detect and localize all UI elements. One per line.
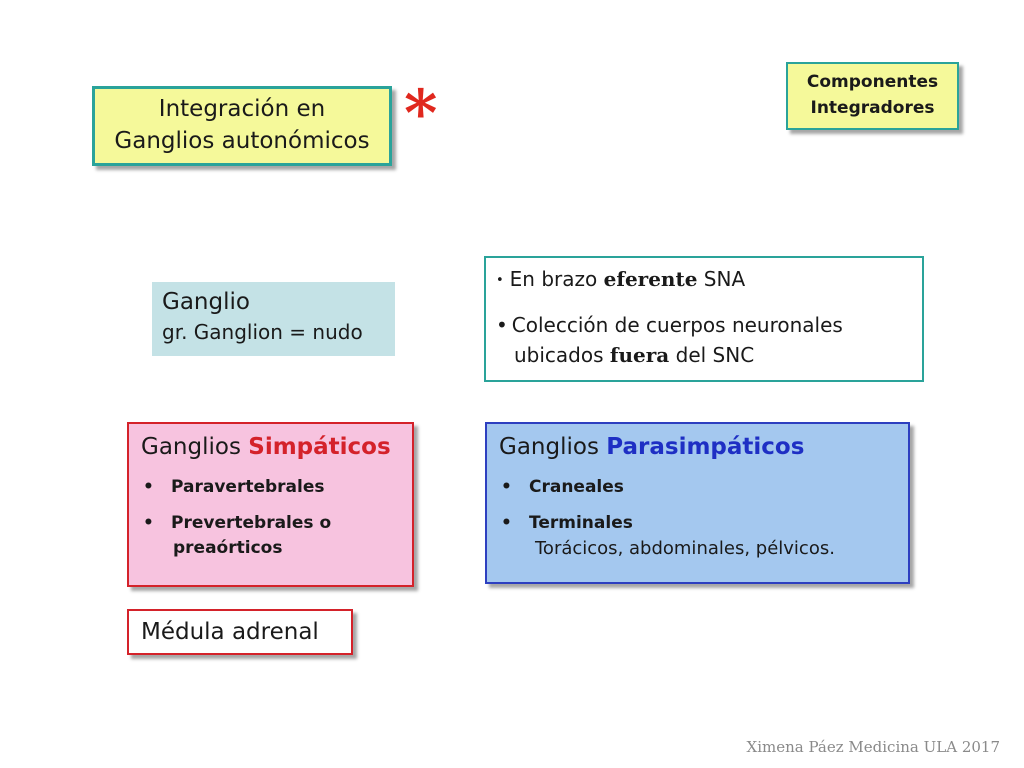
definition-text: Colección de cuerpos neuronales <box>511 313 843 337</box>
simpaticos-title-prefix: Ganglios <box>141 434 249 460</box>
definition-box: •En brazo eferente SNA •Colección de cue… <box>484 256 924 382</box>
parasimpaticos-item-detail: Torácicos, abdominales, pélvicos. <box>535 538 835 559</box>
bullet: • <box>501 477 512 497</box>
asterisk-mark: * <box>404 76 438 151</box>
simpaticos-title: Ganglios Simpáticos <box>141 430 412 464</box>
medula-adrenal-label: Médula adrenal <box>141 619 319 645</box>
definition-text: En brazo <box>509 267 604 291</box>
bullet: • <box>496 313 508 337</box>
ganglios-simpaticos-box: Ganglios Simpáticos • Paravertebrales • … <box>127 422 414 587</box>
definition-text: SNA <box>697 267 746 291</box>
parasimpaticos-item: • Terminales <box>499 510 908 536</box>
title-box: Integración en Ganglios autonómicos <box>92 86 392 166</box>
parasimpaticos-title-prefix: Ganglios <box>499 434 607 460</box>
bullet: • <box>501 513 512 533</box>
simpaticos-title-highlight: Simpáticos <box>248 434 391 460</box>
ganglios-parasimpaticos-box: Ganglios Parasimpáticos • Craneales • Te… <box>485 422 910 584</box>
parasimpaticos-item-label: Terminales <box>529 513 633 533</box>
definition-line-1: • En brazo eferente SNA <box>496 264 922 298</box>
bullet: • <box>143 477 154 497</box>
bullet: • <box>143 513 154 533</box>
definition-emphasis: fuera <box>609 343 670 367</box>
footer-credit: Ximena Páez Medicina ULA 2017 <box>746 738 1000 756</box>
parasimpaticos-title-highlight: Parasimpáticos <box>606 434 805 460</box>
parasimpaticos-item-label: Craneales <box>529 477 624 497</box>
simpaticos-item: • Paravertebrales <box>141 474 412 500</box>
parasimpaticos-item: • Craneales <box>499 474 908 500</box>
medula-adrenal-box: Médula adrenal <box>127 609 353 655</box>
ganglio-box: Ganglio gr. Ganglion = nudo <box>152 282 395 356</box>
definition-line-2: •Colección de cuerpos neuronales <box>496 310 922 340</box>
definition-line-3: ubicados fuera del SNC <box>496 340 922 370</box>
ganglio-etymology: gr. Ganglion = nudo <box>162 320 363 344</box>
componentes-integradores-box: Componentes Integradores <box>786 62 959 130</box>
ganglio-title: Ganglio <box>162 289 250 315</box>
simpaticos-item-label: Paravertebrales <box>171 477 325 497</box>
title-line-1: Integración en <box>158 96 326 122</box>
componentes-line-2: Integradores <box>810 98 935 118</box>
title-line-2: Ganglios autonómicos <box>114 128 370 154</box>
definition-text: ubicados <box>514 343 610 367</box>
bullet: • <box>496 273 504 288</box>
simpaticos-item-label: Prevertebrales o <box>171 513 332 533</box>
simpaticos-item: • Prevertebrales o <box>141 510 412 536</box>
definition-emphasis: eferente <box>603 267 698 291</box>
simpaticos-item-continuation: preaórticos <box>173 538 283 558</box>
parasimpaticos-title: Ganglios Parasimpáticos <box>499 430 908 464</box>
definition-text: del SNC <box>669 343 755 367</box>
componentes-line-1: Componentes <box>806 72 939 92</box>
